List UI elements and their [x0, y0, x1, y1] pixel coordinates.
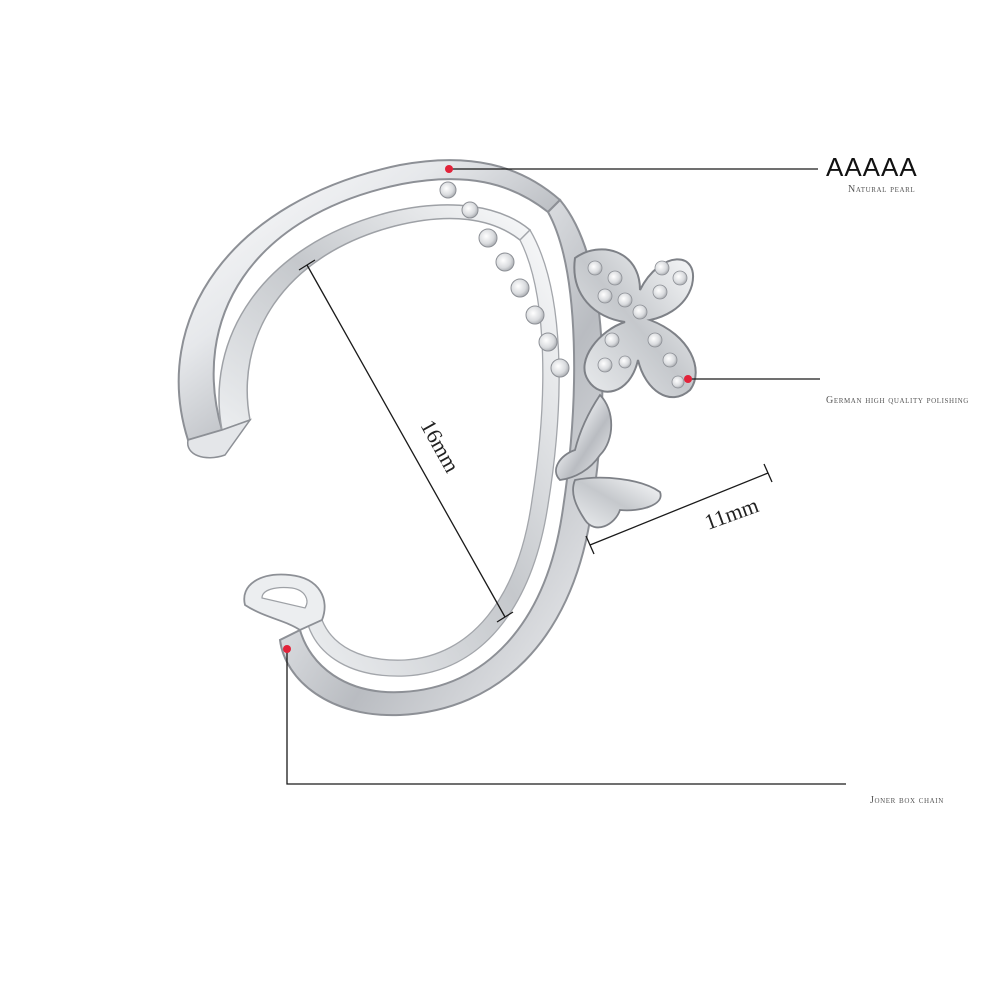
chain-label: Joner box chain [870, 795, 944, 806]
butterfly-small [555, 393, 662, 529]
ring-bottom-opening [261, 586, 308, 609]
leader-line-chain [286, 649, 846, 785]
dimension-line-width [589, 472, 769, 546]
dimension-height: 16mm [298, 259, 514, 623]
ring-left-end [187, 418, 253, 459]
callout-chain: Joner box chain [283, 645, 944, 806]
height-label: 16mm [416, 415, 465, 476]
marker-dot-chain [283, 645, 291, 653]
grade-sublabel: Natural pearl [848, 184, 915, 195]
callout-grade: AAAAA Natural pearl [445, 152, 918, 195]
marker-dot-grade [445, 165, 453, 173]
grade-label: AAAAA [826, 152, 918, 182]
ring-image [177, 159, 697, 717]
callout-polish: German high quality polishing [684, 375, 969, 406]
dimension-line-height [306, 264, 506, 618]
stone-row [439, 181, 570, 378]
polish-label: German high quality polishing [826, 395, 969, 406]
width-label: 11mm [701, 492, 762, 534]
dimension-tick-bottom [496, 611, 514, 623]
dimension-tick-top [298, 259, 316, 271]
dimension-tick-left [585, 535, 595, 555]
dimension-tick-right [763, 463, 773, 483]
butterfly-pave [573, 248, 697, 399]
marker-dot-polish [684, 375, 692, 383]
